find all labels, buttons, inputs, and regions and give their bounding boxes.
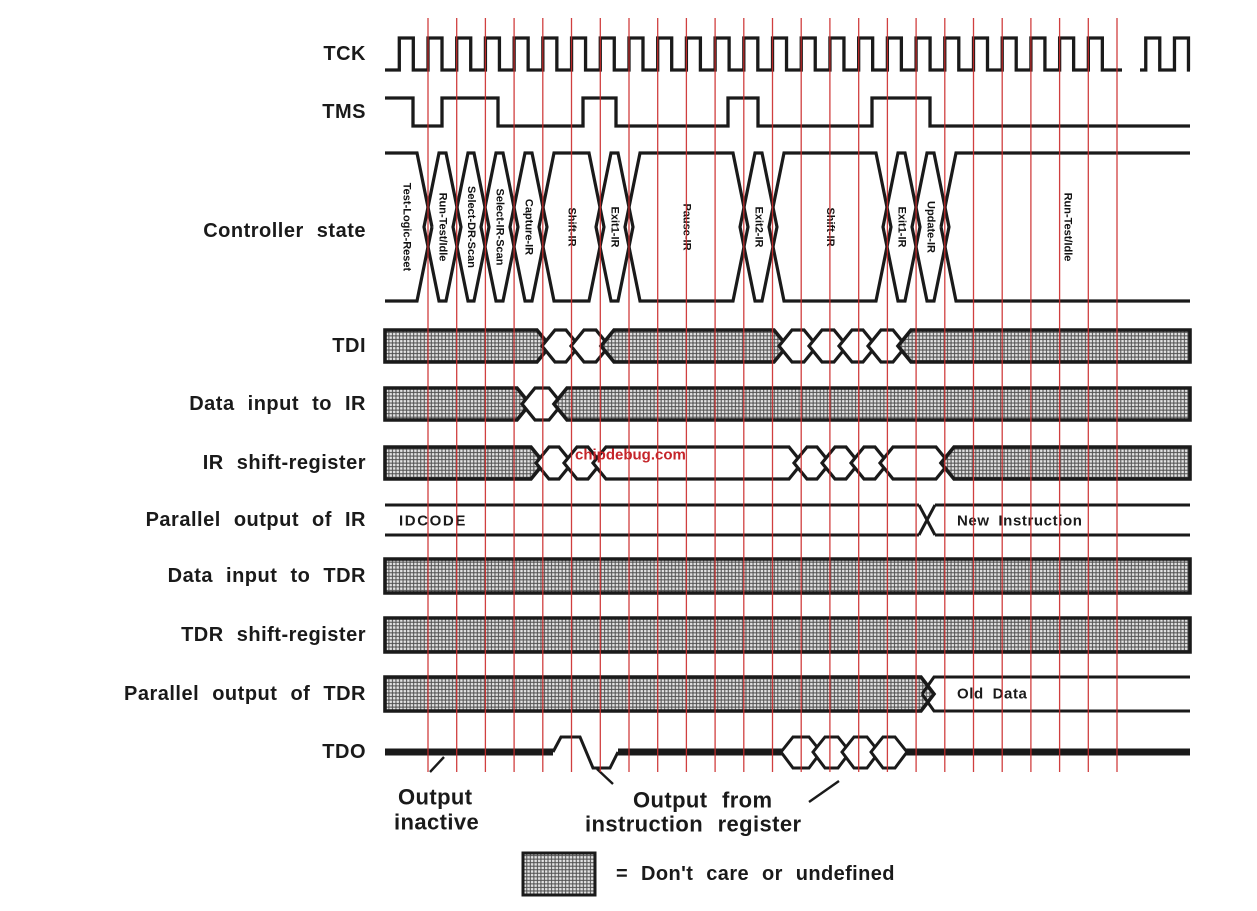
label-tck: TCK: [323, 43, 366, 65]
legend-dont-care-swatch: [521, 851, 597, 897]
label-tms: TMS: [322, 101, 366, 123]
dont-care-region: [383, 328, 553, 364]
tck-waveform: [385, 36, 1191, 72]
state-label: Select-IR-Scan: [494, 188, 506, 265]
idcode-value: IDCODE: [399, 513, 467, 530]
state-cell: [939, 151, 1190, 303]
state-cell: [767, 151, 893, 303]
signal-row-ir_shift_register: [383, 445, 1192, 481]
state-cell: [385, 151, 434, 303]
watermark-text: chipdebug.com: [575, 447, 686, 464]
tdo-instruction-bits: [551, 735, 620, 770]
state-cell: [738, 151, 779, 303]
dont-care-region: [383, 675, 937, 713]
state-cell: [422, 151, 463, 303]
annotation-leader: [429, 756, 445, 773]
valid-data-cell: [877, 445, 952, 481]
state-cell: [910, 151, 951, 303]
state-cell: [594, 151, 635, 303]
state-label: Run-Test/Idle: [1062, 193, 1074, 262]
annotation-leader: [596, 768, 614, 785]
legend-text: = Don't care or undefined: [616, 863, 895, 885]
signal-row-tdr_shift_register: [383, 616, 1192, 654]
state-label: Update-IR: [925, 201, 937, 253]
old-data-open-region: [920, 675, 1190, 713]
state-label: Capture-IR: [523, 199, 535, 255]
dont-care-region: [383, 386, 533, 422]
state-label: Test-Logic-Reset: [401, 183, 413, 272]
signal-row-tdr-out: [383, 675, 1190, 713]
state-cell: [479, 151, 520, 303]
state-label: Exit1-IR: [609, 207, 621, 248]
label-controller-state: Controller state: [203, 220, 366, 242]
signal-row-data_input_tdr: [383, 557, 1192, 595]
label-tdo: TDO: [322, 741, 366, 763]
state-cell: [623, 151, 750, 303]
label-parallel-output-tdr: Parallel output of TDR: [124, 683, 366, 705]
annotation-output-from-2: instruction register: [585, 812, 802, 837]
annotation-output-from-1: Output from: [633, 788, 772, 813]
tms-waveform: [385, 96, 1190, 128]
state-label: Exit2-IR: [753, 207, 765, 248]
signal-row-data_input_ir: [383, 386, 1192, 422]
dont-care-region: [383, 557, 1192, 595]
state-cell: [881, 151, 922, 303]
dont-care-region: [383, 616, 1192, 654]
annotation-output-inactive-1: Output: [398, 785, 473, 810]
gridline-layer: [427, 18, 1118, 772]
dont-care-region: [938, 445, 1192, 481]
row-labels: TCK TMS Controller state TDI Data input …: [124, 43, 366, 763]
state-cell: [451, 151, 491, 303]
tdo-waveform: [385, 735, 1190, 770]
state-label: Exit1-IR: [896, 207, 908, 248]
state-cell: [508, 151, 549, 303]
dont-care-region: [383, 445, 547, 481]
label-ir-shift-register: IR shift-register: [203, 452, 366, 474]
state-label: Run-Test/Idle: [437, 193, 449, 262]
tdo-eye-cell: [869, 735, 909, 770]
annotation-output-inactive-2: inactive: [394, 810, 479, 835]
old-data-value: Old Data: [957, 686, 1028, 703]
state-cell: [537, 151, 606, 303]
new-instruction-value: New Instruction: [957, 513, 1083, 530]
annotation-leader: [808, 780, 840, 803]
parallel-output-ir-bus: [385, 503, 1190, 537]
bus-value-labels: IDCODE New Instruction Old Data: [399, 513, 1083, 703]
label-tdi: TDI: [332, 335, 366, 357]
dont-care-region: [551, 386, 1192, 422]
signal-row-tdi: [383, 328, 1192, 364]
annotations: Output inactive Output from instruction …: [394, 447, 895, 886]
dont-care-region: [895, 328, 1192, 364]
state-label: Select-DR-Scan: [465, 186, 477, 268]
label-data-input-ir: Data input to IR: [189, 393, 366, 415]
label-parallel-output-ir: Parallel output of IR: [146, 509, 366, 531]
label-data-input-tdr: Data input to TDR: [168, 565, 366, 587]
label-tdr-shift-register: TDR shift-register: [181, 624, 366, 646]
waveform-layer: Test-Logic-Reset Run-Test/Idle Select-DR-S…: [383, 36, 1192, 770]
